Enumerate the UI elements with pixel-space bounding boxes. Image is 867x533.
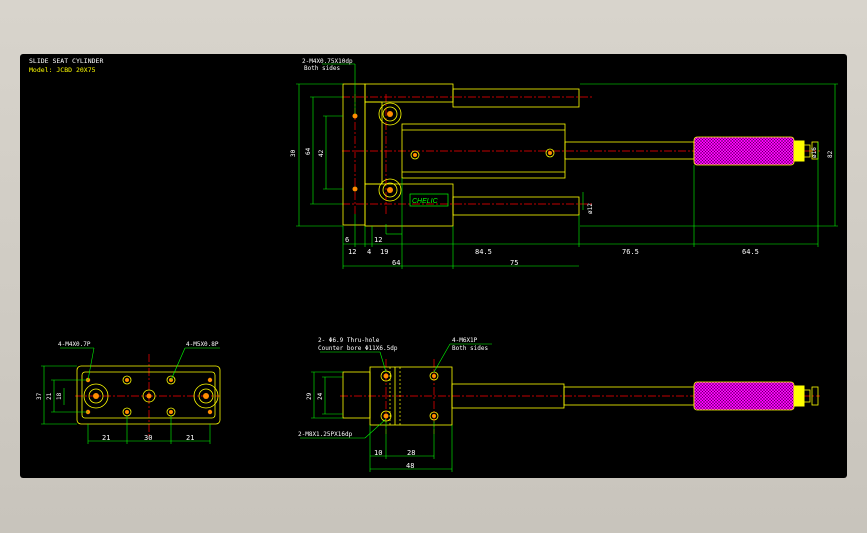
side-view: 29 24 10 28 48 2- Φ6.9 Thru-hole Counter… xyxy=(298,337,820,472)
dim-12-bottom: 12 xyxy=(348,248,356,256)
side-view-dimensions xyxy=(300,343,492,472)
label-side-m6-note: Both sides xyxy=(452,345,489,352)
dim-21-left: 21 xyxy=(102,434,110,442)
dim-28: 28 xyxy=(407,449,415,457)
dim-64-vertical: 64 xyxy=(305,147,312,155)
top-view-dimensions xyxy=(296,63,838,269)
rod-end-tip xyxy=(803,144,811,158)
side-view-hidden-lines xyxy=(389,367,401,425)
label-end-thread: 4-M5X0.8P xyxy=(186,341,219,348)
dim-84-5: 84.5 xyxy=(475,248,492,256)
dim-18: 18 xyxy=(56,392,63,400)
side-rod-end-tip xyxy=(803,389,811,403)
dim-64-horizontal: 64 xyxy=(392,259,400,267)
top-view-holes xyxy=(352,111,552,193)
dim-21-vertical: 21 xyxy=(46,392,53,400)
dim-75: 75 xyxy=(510,259,518,267)
drawing-model: Model: JCBD 20X75 xyxy=(29,66,96,74)
top-view: CHELIC xyxy=(290,58,838,269)
top-view-outline xyxy=(342,83,819,227)
dim-42: 42 xyxy=(318,149,325,157)
dim-76-5: 76.5 xyxy=(622,248,639,256)
knurled-nut xyxy=(693,136,795,166)
brand-plate xyxy=(409,193,449,207)
dim-12-top: 12 xyxy=(374,236,382,244)
label-side-bottom: 2-M8X1.25PX16dp xyxy=(298,431,353,438)
dim-10: 10 xyxy=(374,449,382,457)
label-top-thread-note: Both sides xyxy=(304,65,341,72)
dim-21-right: 21 xyxy=(186,434,194,442)
top-view-bosses xyxy=(378,102,555,202)
dim-6: 6 xyxy=(345,236,349,244)
label-side-thru: 2- Φ6.9 Thru-hole xyxy=(318,337,380,344)
dim-19: 19 xyxy=(380,248,388,256)
label-side-m6: 4-M6X1P xyxy=(452,337,478,344)
dim-dia-16: ø16 xyxy=(811,147,818,158)
label-top-thread: 2-M4X0.75X10dp xyxy=(302,58,353,65)
dim-dia-12: ø12 xyxy=(587,203,594,214)
side-knurled-nut xyxy=(693,381,795,411)
dim-64-5: 64.5 xyxy=(742,248,759,256)
dim-30-end: 30 xyxy=(144,434,152,442)
drawing-title: SLIDE SEAT CYLINDER xyxy=(29,57,103,65)
dim-82: 82 xyxy=(827,150,834,158)
end-view: 37 21 18 21 30 21 4-M4X0.7P 4-M5X0.8P xyxy=(36,341,221,444)
end-view-dimensions xyxy=(41,347,220,444)
dim-48: 48 xyxy=(406,462,414,470)
drawing-canvas[interactable]: SLIDE SEAT CYLINDER Model: JCBD 20X75 xyxy=(20,54,847,478)
dim-29: 29 xyxy=(306,392,313,400)
dim-30: 30 xyxy=(290,149,297,157)
rod-end-nut xyxy=(793,140,805,162)
end-view-outline xyxy=(76,365,221,425)
dim-24: 24 xyxy=(317,392,324,400)
label-end-tapped: 4-M4X0.7P xyxy=(58,341,91,348)
side-rod-end-nut xyxy=(793,385,805,407)
brand-label: CHELIC xyxy=(412,198,439,205)
side-view-outline xyxy=(342,366,819,426)
label-side-counter: Counter bore Φ11X6.5dp xyxy=(318,345,398,352)
technical-drawing: SLIDE SEAT CYLINDER Model: JCBD 20X75 xyxy=(29,57,838,472)
dim-37: 37 xyxy=(36,392,43,400)
side-view-holes xyxy=(383,373,436,419)
dim-4: 4 xyxy=(367,248,371,256)
